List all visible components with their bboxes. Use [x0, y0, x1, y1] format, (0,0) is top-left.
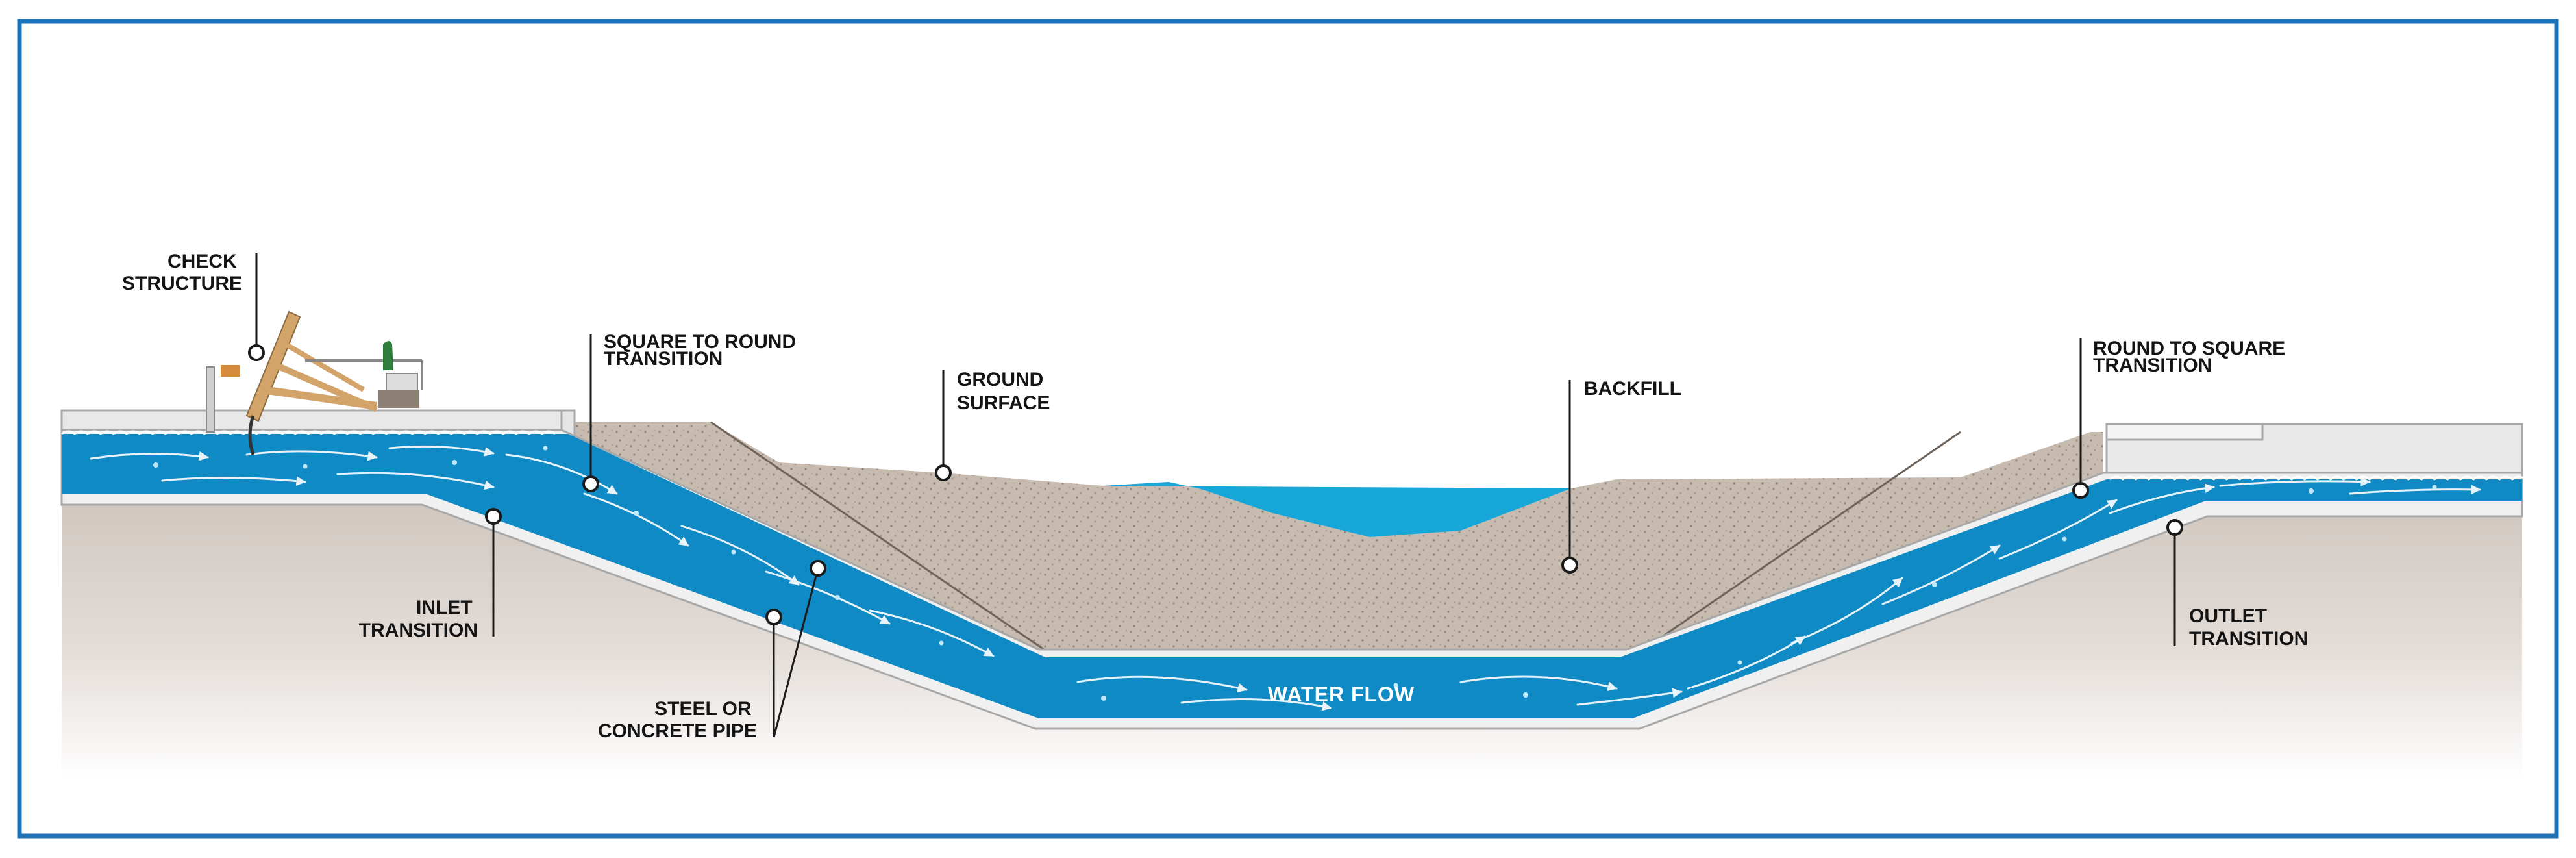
- label-inlet-transition: INLET TRANSITION: [359, 597, 478, 641]
- square-to-round-dot: [582, 475, 599, 492]
- label-leaders: [248, 253, 2183, 738]
- outlet-transition-dot: [2166, 519, 2183, 536]
- label-check-structure-line-1: CHECK: [167, 251, 237, 272]
- label-water-flow: WATER FLOW: [1268, 683, 1415, 706]
- label-round-to-square-transition: ROUND TO SQUARE TRANSITION: [2093, 338, 2290, 376]
- ground-cross-section: [62, 497, 2522, 779]
- left-slope-line: [710, 421, 1052, 656]
- label-check-structure: CHECK STRUCTURE: [122, 251, 242, 294]
- label-inlet-transition-line-1: INLET: [416, 597, 473, 618]
- label-ground-surface-line-1: GROUND: [957, 369, 1043, 390]
- round-to-square-dot: [2072, 482, 2089, 499]
- label-square-to-round-line-1: SQUARE TO ROUND: [604, 331, 796, 353]
- label-outlet-transition-line-1: OUTLET: [2189, 605, 2267, 627]
- label-ground-surface: GROUND SURFACE: [957, 369, 1050, 414]
- label-ground-surface-line-2: SURFACE: [957, 392, 1050, 414]
- flow-bubbles: [153, 446, 2437, 701]
- flow-streaks: [90, 445, 2481, 711]
- outlet-concrete-lip: [2105, 423, 2264, 441]
- pipe-water: [62, 434, 2522, 718]
- label-outlet-transition-line-2: TRANSITION: [2189, 628, 2308, 650]
- label-pipe-line-2: CONCRETE PIPE: [598, 720, 757, 742]
- inlet-transition-dot: [485, 508, 502, 525]
- outlet-water-surface-waves: [2109, 475, 2526, 481]
- label-steel-or-concrete-pipe: STEEL OR CONCRETE PIPE: [598, 698, 757, 742]
- label-inlet-transition-line-2: TRANSITION: [359, 620, 478, 641]
- label-check-structure-line-2: STRUCTURE: [122, 273, 242, 294]
- ground-surface-dot: [935, 464, 952, 481]
- pond-water: [1104, 482, 1571, 537]
- pipe-dot-outer: [765, 609, 782, 625]
- label-round-to-square-line-1: ROUND TO SQUARE: [2093, 338, 2285, 359]
- label-backfill: BACKFILL: [1584, 378, 1681, 399]
- label-outlet-transition: OUTLET TRANSITION: [2189, 605, 2308, 650]
- label-pipe-line-1: STEEL OR: [654, 698, 752, 720]
- label-square-to-round-line-2: TRANSITION: [604, 348, 723, 370]
- outlet-concrete-deck: [2105, 423, 2523, 476]
- label-square-to-round-transition: SQUARE TO ROUND TRANSITION: [604, 331, 801, 370]
- pipe-dot-inner: [810, 560, 826, 577]
- check-structure-gate: [206, 310, 423, 455]
- inlet-water-surface-waves: [61, 430, 556, 435]
- check-structure-dot: [248, 344, 265, 361]
- label-backfill-line-1: BACKFILL: [1584, 378, 1681, 399]
- backfill-dot: [1561, 557, 1578, 574]
- label-round-to-square-line-2: TRANSITION: [2093, 355, 2212, 376]
- right-slope-line: [1635, 431, 1961, 656]
